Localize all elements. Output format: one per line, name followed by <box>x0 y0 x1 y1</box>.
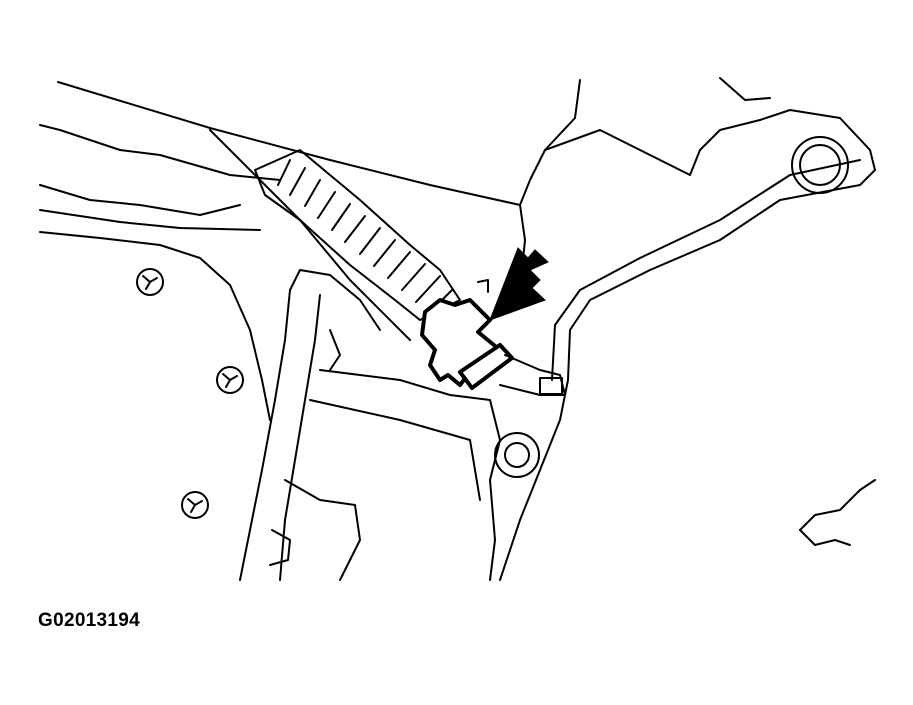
bolt-head-icon <box>216 366 244 394</box>
misc-details <box>477 279 876 546</box>
bolt-head-icon <box>181 491 209 519</box>
body-panel-lines <box>39 77 876 421</box>
pan-body <box>239 269 540 581</box>
bolt-head-icon <box>136 268 164 296</box>
harness-tube <box>254 149 461 321</box>
connector-location-diagram <box>39 77 876 581</box>
right-flange <box>499 136 876 581</box>
connector <box>420 298 566 396</box>
arrow-pointer-icon <box>489 247 549 321</box>
figure-id-label: G02013194 <box>38 610 141 631</box>
bolt-heads <box>136 268 244 519</box>
